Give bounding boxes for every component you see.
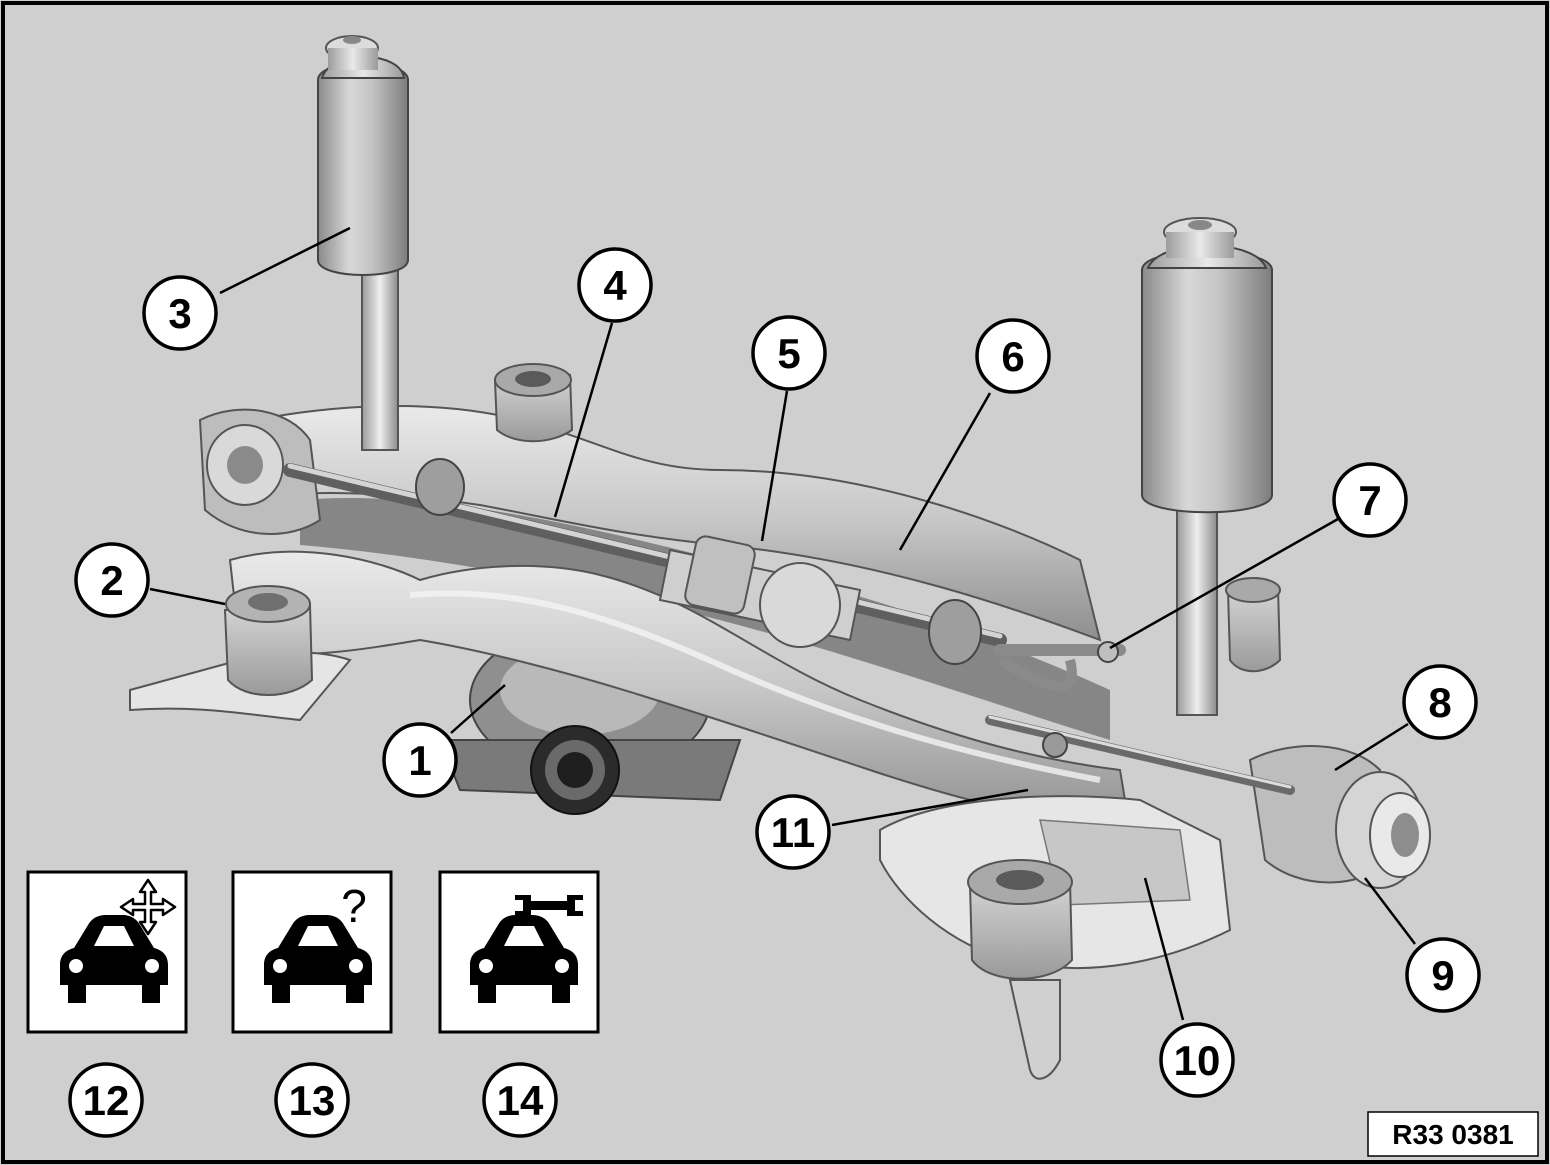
left-air-spring — [317, 35, 409, 451]
icon-box-13: ? — [231, 870, 393, 1034]
callout-6: 6 — [975, 318, 1051, 394]
callout-10: 10 — [1159, 1022, 1235, 1098]
leader-6 — [898, 392, 992, 551]
drive-shaft — [283, 458, 1007, 665]
svg-text:?: ? — [341, 880, 367, 932]
subframe-shadow — [300, 498, 1110, 740]
callout-1: 1 — [382, 722, 458, 798]
callout-label-1: 1 — [408, 737, 431, 784]
callouts: 1 2 3 4 5 6 7 8 — [68, 247, 1481, 1138]
callout-13: 13 — [274, 1062, 350, 1138]
car-with-wrench-icon — [470, 895, 583, 1003]
leader-10 — [1143, 877, 1185, 1021]
leader-2 — [149, 587, 226, 606]
callout-11: 11 — [755, 794, 831, 870]
icon-box-14 — [438, 870, 600, 1034]
callout-5: 5 — [751, 315, 827, 391]
leader-5 — [760, 390, 789, 542]
callout-label-6: 6 — [1001, 333, 1024, 380]
leader-lines — [149, 226, 1416, 1021]
callout-7: 7 — [1332, 462, 1408, 538]
leader-9 — [1364, 877, 1416, 945]
leader-3 — [219, 226, 351, 295]
center-mount-bush — [493, 363, 574, 443]
left-lower-arm — [129, 585, 352, 722]
callout-4: 4 — [577, 247, 653, 323]
callout-2: 2 — [74, 542, 150, 618]
callout-9: 9 — [1405, 937, 1481, 1013]
reference-code-box: R33 0381 — [1367, 1111, 1539, 1157]
callout-12: 12 — [68, 1062, 144, 1138]
callout-label-10: 10 — [1174, 1037, 1221, 1084]
leader-1 — [450, 684, 506, 734]
beam-highlight — [409, 590, 1101, 783]
leader-8 — [1334, 722, 1409, 772]
car-with-move-arrows-icon — [60, 878, 177, 1003]
left-wheel-carrier — [198, 408, 322, 535]
leader-4 — [553, 322, 614, 518]
callout-label-8: 8 — [1428, 679, 1451, 726]
right-air-spring — [1141, 217, 1273, 716]
callout-label-11: 11 — [771, 809, 815, 856]
car-with-question-mark-icon: ? — [264, 880, 372, 1003]
callout-label-12: 12 — [83, 1077, 130, 1124]
callout-3: 3 — [142, 275, 218, 351]
icon-box-12 — [26, 870, 188, 1034]
right-wheel-carrier — [1248, 745, 1431, 889]
callout-label-14: 14 — [497, 1077, 544, 1124]
track-rod — [985, 715, 1295, 795]
reference-code: R33 0381 — [1392, 1119, 1513, 1150]
callout-label-9: 9 — [1431, 952, 1454, 999]
leader-7 — [1109, 517, 1339, 650]
leader-11 — [831, 788, 1029, 827]
rear-axle-assembly — [129, 35, 1431, 1080]
active-stabilizer-actuator — [658, 535, 862, 648]
callout-label-2: 2 — [100, 557, 123, 604]
callout-14: 14 — [482, 1062, 558, 1138]
callout-label-13: 13 — [289, 1077, 336, 1124]
callout-8: 8 — [1402, 664, 1478, 740]
callout-label-5: 5 — [777, 330, 800, 377]
callout-label-7: 7 — [1358, 477, 1381, 524]
right-lower-arm — [879, 795, 1232, 1080]
callout-label-3: 3 — [168, 290, 191, 337]
right-mount-bush — [1225, 577, 1282, 673]
callout-label-4: 4 — [603, 262, 627, 309]
